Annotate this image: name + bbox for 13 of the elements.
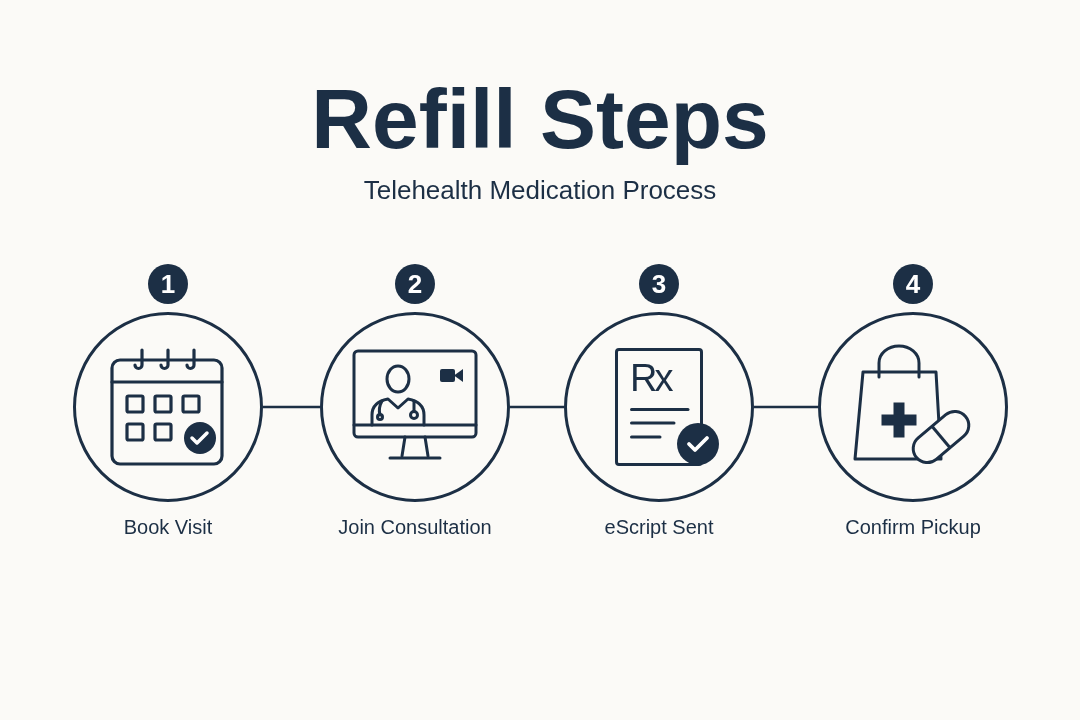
step-label: eScript Sent	[604, 517, 714, 537]
step-number: 3	[639, 264, 679, 304]
step-number: 4	[893, 264, 933, 304]
step-label: Join Consultation	[338, 517, 492, 537]
connector-line	[510, 405, 564, 409]
connector-line	[263, 405, 320, 409]
step-label: Book Visit	[123, 517, 213, 537]
step-number: 2	[395, 264, 435, 304]
step-label: Confirm Pickup	[845, 517, 981, 537]
rx-symbol: Rx	[630, 359, 671, 397]
connector-line	[754, 405, 818, 409]
subtitle: Telehealth Medication Process	[363, 177, 717, 203]
step-number: 1	[148, 264, 188, 304]
